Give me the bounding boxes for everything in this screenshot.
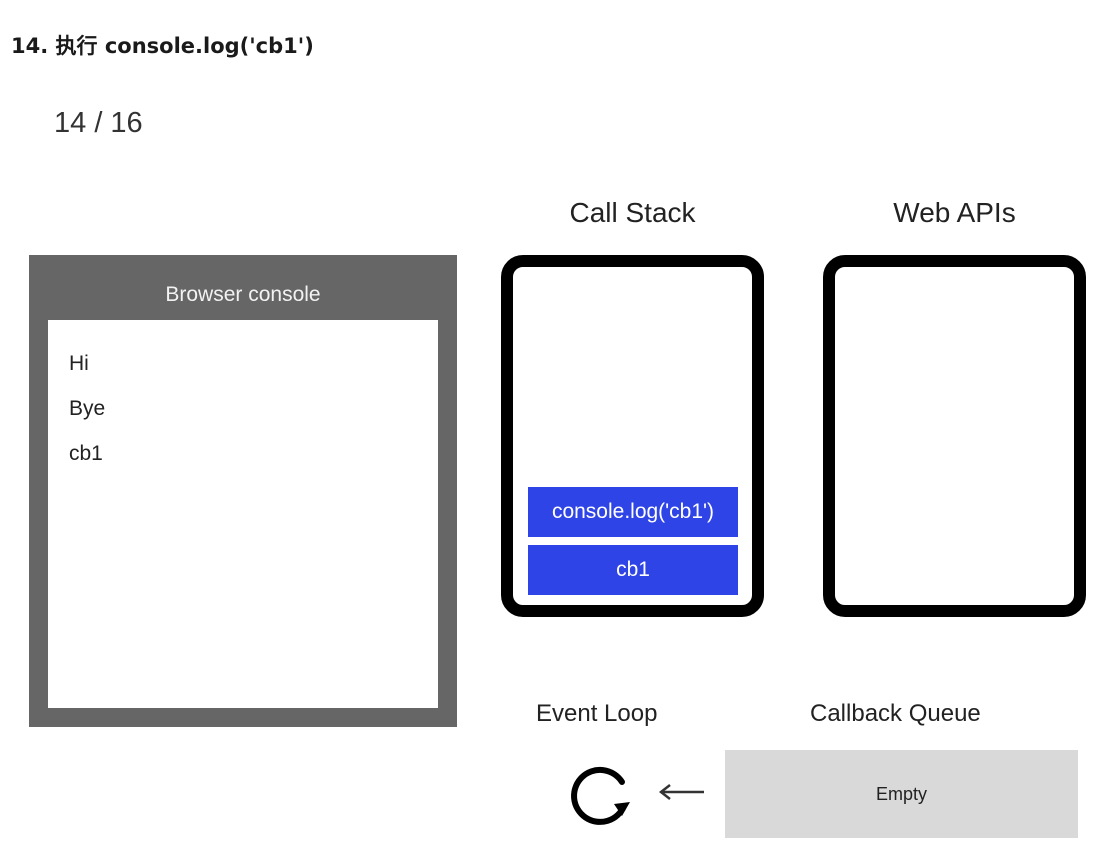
- callback-queue-content: Empty: [875, 783, 927, 804]
- browser-console-panel: Browser console Hi Bye cb1: [29, 255, 457, 727]
- console-line: Bye: [69, 397, 106, 420]
- callback-queue-label: Callback Queue: [810, 700, 981, 727]
- console-line: Hi: [69, 352, 89, 375]
- call-stack-frame: cb1: [528, 545, 738, 595]
- console-line: cb1: [69, 442, 103, 465]
- web-apis-box: [823, 255, 1086, 617]
- call-stack-box: console.log('cb1') cb1: [501, 255, 764, 617]
- slide-counter: 14 / 16: [54, 107, 143, 139]
- page-heading: 14. 执行 console.log('cb1'): [11, 34, 314, 58]
- web-apis-label: Web APIs: [893, 197, 1016, 228]
- loop-icon: [571, 766, 630, 825]
- callback-queue-box: Empty: [725, 750, 1078, 838]
- browser-console-title: Browser console: [165, 283, 321, 306]
- call-stack-label: Call Stack: [569, 197, 696, 228]
- call-stack-frame: console.log('cb1'): [528, 487, 738, 537]
- event-loop-label: Event Loop: [536, 700, 658, 727]
- browser-console-output: Hi Bye cb1: [48, 320, 438, 708]
- left-arrow-icon: [658, 784, 704, 800]
